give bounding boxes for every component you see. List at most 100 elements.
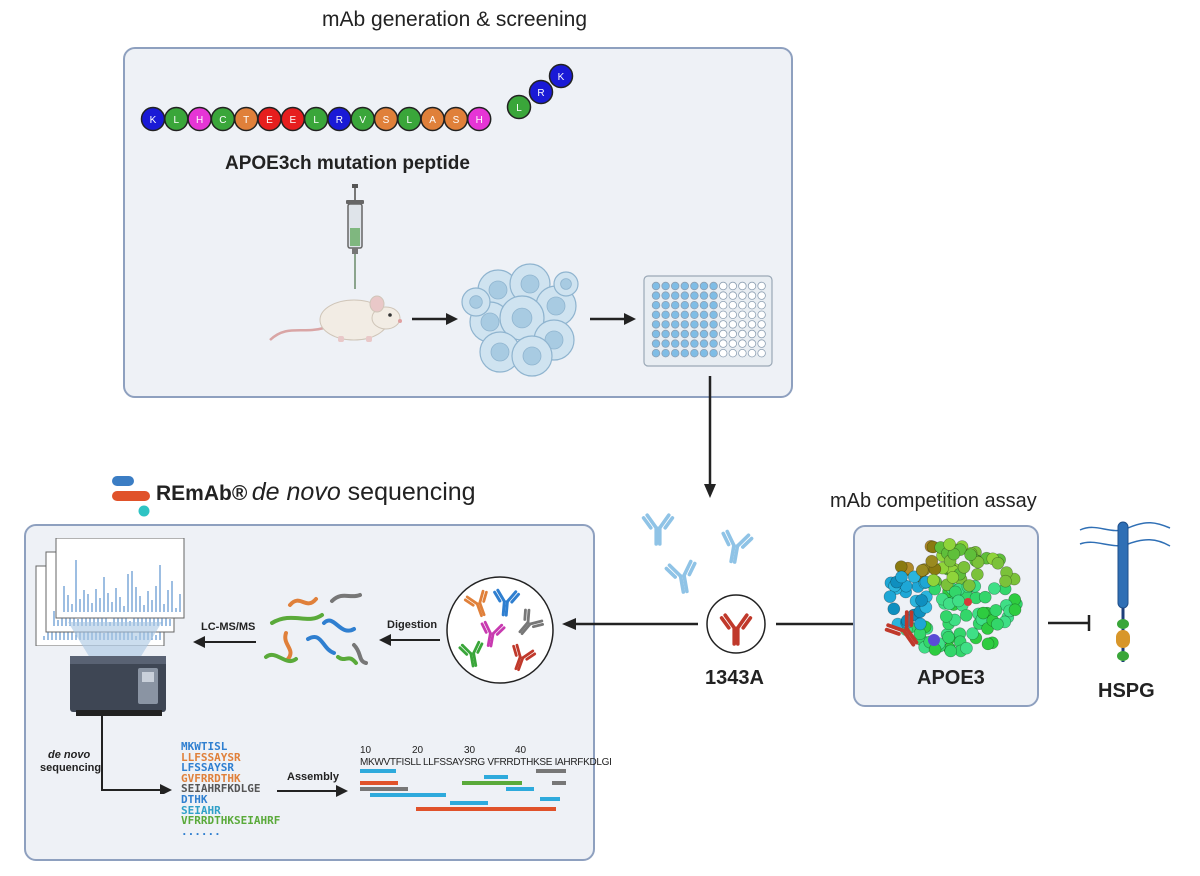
mass-spectrometer-icon <box>68 622 166 716</box>
assembly-bar-12 <box>416 807 556 811</box>
fragment-5: SEIAHRFKDLGE <box>181 782 261 796</box>
mixture-antibody-1 <box>463 589 488 618</box>
arrow-to-sequencing <box>562 618 698 630</box>
assembly-label: Assembly <box>287 771 339 783</box>
syringe-icon <box>346 184 364 289</box>
hspg-icon <box>1079 521 1171 662</box>
svg-text:L: L <box>407 115 413 126</box>
fragment-6: DTHK <box>181 792 208 806</box>
svg-text:C: C <box>219 115 226 126</box>
residue-14: S <box>443 106 469 132</box>
arrow-mouse-to-cells <box>412 313 458 325</box>
remab-italic: de novo <box>251 478 341 506</box>
residue-6: E <box>257 106 282 132</box>
svg-text:A: A <box>429 115 436 126</box>
svg-text:K: K <box>558 72 565 83</box>
ruler-tick-40: 40 <box>515 745 527 756</box>
ruler-tick-20: 20 <box>412 745 424 756</box>
antibody-name: 1343A <box>705 667 764 689</box>
fragment-7: SEIAHR <box>181 803 221 817</box>
residue-12: L <box>397 106 422 132</box>
arrow-to-digestion <box>379 634 440 646</box>
svg-text:H: H <box>196 115 203 126</box>
top-panel-title: mAb generation & screening <box>322 8 587 31</box>
svg-text:V: V <box>359 115 366 126</box>
peptide-label: APOE3ch mutation peptide <box>225 153 470 174</box>
assembly-bar-10 <box>540 797 560 801</box>
svg-text:L: L <box>516 103 522 114</box>
hybridoma-cells-icon <box>461 263 579 377</box>
svg-text:L: L <box>313 115 319 126</box>
inhibition-arrow <box>1048 615 1091 631</box>
svg-text:E: E <box>289 115 296 126</box>
antibody-circle <box>706 594 766 654</box>
fragment-1: MKWTISL <box>181 740 228 753</box>
mixture-antibody-2 <box>493 588 521 617</box>
svg-text:T: T <box>243 115 249 126</box>
fragment-8: VFRRDTHKSEIAHRF <box>181 814 281 828</box>
residue-7: E <box>280 106 306 132</box>
assembly-bar-2 <box>536 769 566 773</box>
residue-18: K <box>548 63 574 89</box>
bound-antibody <box>884 610 919 647</box>
digestion-label: Digestion <box>387 619 438 631</box>
residue-1: K <box>140 106 166 132</box>
spectrum-3 <box>55 538 185 619</box>
mixture-antibody-3 <box>518 608 545 636</box>
assembly-bars <box>360 769 566 811</box>
residue-5: T <box>233 106 259 132</box>
well-plate-icon <box>643 275 773 367</box>
assembly-bar-9 <box>370 793 446 797</box>
antibody-1343a-icon <box>706 594 766 654</box>
mixture-antibody-4 <box>480 620 506 648</box>
remab-logo-icon <box>112 476 150 517</box>
residue-17: R <box>528 79 554 105</box>
residue-13: A <box>420 106 445 132</box>
denovo-label-2: sequencing <box>40 762 102 774</box>
protein-red-site <box>964 598 972 606</box>
residue-8: L <box>303 106 329 132</box>
cloud-antibody-2 <box>721 529 754 564</box>
ruler-tick-30: 30 <box>464 745 476 756</box>
fragment-3: LFSSAYSR <box>181 761 234 775</box>
assembly-bar-11 <box>450 801 488 805</box>
mixture-antibody-5 <box>458 640 484 668</box>
fragment-9: ...... <box>181 824 221 838</box>
antibody-mixture-icon <box>446 576 554 684</box>
assembled-sequence: MKWVTFISLL LLFSSAYSRG VFRRDTHKSE IAHRFKD… <box>360 757 612 768</box>
assembly-bar-1 <box>360 769 396 773</box>
protein-label: APOE3 <box>917 667 985 689</box>
remab-title: REmAb® de novo sequencing <box>156 478 476 507</box>
assembly-bar-3 <box>484 775 508 779</box>
residue-10: V <box>350 106 375 132</box>
apoe3-protein-icon <box>883 538 1023 658</box>
cloud-antibody-1 <box>641 513 675 546</box>
remab-brand: REmAb® <box>156 482 248 505</box>
svg-text:H: H <box>476 115 483 126</box>
svg-text:S: S <box>453 115 460 126</box>
mixture-antibody-6 <box>512 643 537 672</box>
svg-text:R: R <box>336 115 343 126</box>
svg-text:R: R <box>537 88 544 99</box>
arrow-to-assembly <box>277 785 348 797</box>
residue-16: L <box>506 94 532 120</box>
residue-2: L <box>164 106 189 132</box>
residue-15: H <box>466 106 492 132</box>
residue-11: S <box>373 106 399 132</box>
competition-title: mAb competition assay <box>830 490 1037 512</box>
assembly-bar-7 <box>360 787 408 791</box>
arrow-down-to-antibodies <box>704 376 716 498</box>
fragment-4: GVFRRDTHK <box>181 771 241 785</box>
denovo-label-1: de novo <box>48 749 91 761</box>
hspg-label: HSPG <box>1098 680 1155 702</box>
svg-text:K: K <box>150 115 157 126</box>
svg-text:S: S <box>383 115 390 126</box>
svg-text:L: L <box>174 115 180 126</box>
fragment-2: LLFSSAYSR <box>181 750 241 764</box>
arrow-cells-to-plate <box>590 313 636 325</box>
cloud-antibody-3 <box>664 559 697 594</box>
peptide-fragments-icon <box>264 593 368 665</box>
arrow-to-ms <box>193 636 256 648</box>
